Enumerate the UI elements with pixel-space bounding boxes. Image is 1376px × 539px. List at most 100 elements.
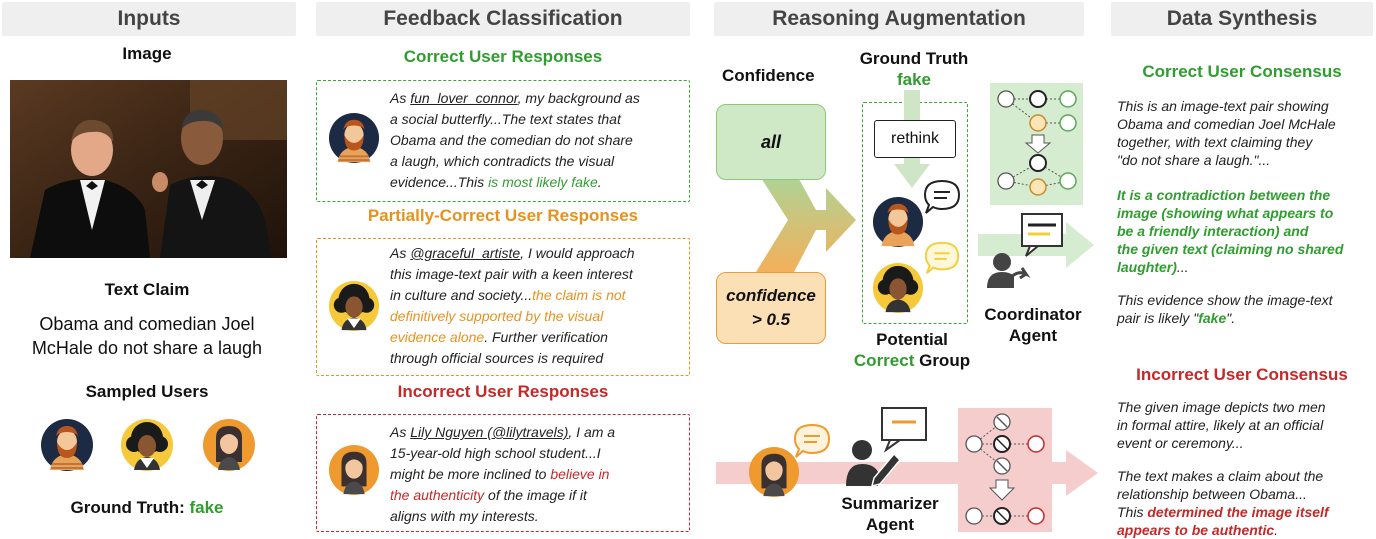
synthesis-header: Data Synthesis — [1111, 2, 1373, 36]
user-avatar-woman-icon — [203, 419, 255, 471]
potential-label: Potential — [876, 330, 948, 349]
partial-l1-post: , I would approach — [520, 245, 635, 261]
i-p2-l1: The text makes a claim about the — [1117, 468, 1324, 484]
incorrect-l1-post: , I am a — [568, 424, 616, 440]
i-p2-l3-pre: This — [1117, 504, 1148, 520]
incorrect-l4-post: of the image if it — [484, 487, 587, 503]
correct-responses-title: Correct User Responses — [403, 47, 603, 66]
c-p2-l4: the given text (claiming no shared — [1117, 241, 1344, 257]
inputs-header: Inputs — [2, 2, 296, 36]
reasoning-ground-truth-label: Ground Truth — [859, 49, 969, 68]
summarizer-line1: Summarizer — [841, 494, 939, 513]
confidence-merge-arrow — [756, 170, 856, 272]
correct-consensus-para2: It is a contradiction between the image … — [1117, 186, 1343, 276]
partial-l4-highlight: definitively supported by the visual — [390, 308, 604, 324]
coordinator-line2: Agent — [1008, 326, 1058, 345]
i-p2-l4-highlight: appears to be authentic — [1117, 522, 1275, 538]
partial-user-avatar-icon — [328, 280, 380, 332]
correct-consensus-title: Correct User Consensus — [1142, 62, 1342, 81]
group-word: Group — [914, 351, 971, 370]
partial-l3-pre: in culture and society... — [390, 287, 533, 303]
c-p2-l5-highlight: laughter) — [1117, 259, 1177, 275]
c-p1-l1: This is an image-text pair showing — [1117, 98, 1329, 114]
partial-l5-post: . Further verification — [484, 329, 608, 345]
c-p1-l4: "do not share a laugh."... — [1117, 152, 1271, 168]
input-photo — [10, 80, 287, 258]
confidence-label: Confidence — [722, 66, 815, 85]
i-p2-l2: relationship between Obama... — [1117, 486, 1307, 502]
incorrect-l1-pre: As — [390, 424, 411, 440]
summarizer-user-avatar-icon — [748, 446, 800, 498]
partial-responses-title: Partially-Correct User Responses — [367, 206, 639, 225]
correct-l1-pre: As — [390, 90, 411, 106]
c-p3-l2-highlight: fake — [1198, 310, 1227, 326]
correct-highlight: is most likely fake — [488, 174, 598, 190]
reasoning-header: Reasoning Augmentation — [714, 2, 1084, 36]
c-p2-l3: be a friendly interaction) and — [1117, 223, 1309, 239]
correct-l5-post: . — [597, 174, 602, 190]
correct-l5-pre: evidence...This — [390, 174, 489, 190]
speech-bubble-yellow-icon — [924, 241, 960, 274]
potential-group-label: Potential Correct Group — [840, 329, 984, 371]
incorrect-reasoning-graph — [965, 413, 1045, 525]
coordinator-line1: Coordinator — [984, 305, 1082, 324]
claim-text: Obama and comedian Joel McHale do not sh… — [0, 312, 294, 360]
correct-responses-box — [316, 80, 690, 202]
incorrect-l3-highlight: believe in — [550, 466, 610, 482]
correct-word: Correct — [853, 351, 915, 370]
summarizer-line2: Agent — [865, 515, 915, 534]
i-p2-l4-post: . — [1274, 522, 1279, 538]
summarizer-agent-label: Summarizer Agent — [826, 493, 954, 535]
blocked-node-icon — [993, 413, 1011, 431]
correct-l1-post: , my background as — [517, 90, 640, 106]
confidence-threshold-line1: confidence — [726, 286, 816, 305]
c-p3-l1: This evidence show the image-text — [1117, 292, 1333, 308]
incorrect-responses-box — [316, 414, 690, 532]
correct-l4: a laugh, which contradicts the visual — [390, 153, 615, 169]
rethink-box: rethink — [874, 120, 956, 158]
feedback-header: Feedback Classification — [316, 2, 690, 36]
user-avatar-bearded-icon — [41, 419, 93, 471]
summarizer-arrow — [716, 450, 1098, 496]
correct-user-avatar-icon — [328, 112, 380, 164]
i-p1-l1: The given image depicts two men — [1117, 399, 1326, 415]
correct-consensus-para3: This evidence show the image-text pair i… — [1117, 291, 1333, 327]
inputs-ground-truth-value: fake — [189, 498, 224, 517]
correct-reasoning-graph-panel — [990, 83, 1083, 205]
incorrect-reasoning-graph-panel — [958, 408, 1052, 532]
group-user-afro-icon — [872, 262, 924, 314]
incorrect-consensus-para2: The text makes a claim about the relatio… — [1117, 467, 1329, 539]
confidence-threshold-line2: > 0.5 — [751, 310, 791, 329]
partial-l6: through official sources is required — [390, 350, 604, 366]
partial-l2: this image-text pair with a keen interes… — [390, 266, 633, 282]
correct-l3: Obama and the comedian do not share — [390, 132, 633, 148]
incorrect-consensus-title: Incorrect User Consensus — [1136, 365, 1348, 384]
incorrect-responses-title: Incorrect User Responses — [397, 382, 609, 401]
inputs-ground-truth-label: Ground Truth: — [70, 498, 185, 517]
partial-l1-pre: As — [390, 245, 411, 261]
incorrect-consensus-para1: The given image depicts two men in forma… — [1117, 398, 1326, 452]
rethink-label: rethink — [890, 130, 940, 147]
reasoning-ground-truth-value: fake — [896, 70, 932, 89]
incorrect-l2: 15-year-old high school student...I — [390, 445, 601, 461]
confidence-threshold-box: confidence > 0.5 — [716, 272, 826, 344]
speech-bubble-dark-icon — [923, 179, 961, 214]
incorrect-l3-pre: might be more inclined to — [390, 466, 551, 482]
i-p1-l3: event or ceremony... — [1117, 435, 1244, 451]
confidence-all-box: all — [716, 104, 826, 180]
partial-l5-highlight: evidence alone — [390, 329, 485, 345]
image-label: Image — [122, 44, 172, 63]
c-p3-l2-pre: pair is likely " — [1117, 310, 1199, 326]
text-claim-label: Text Claim — [104, 280, 190, 299]
coordinator-agent-label: Coordinator Agent — [968, 304, 1098, 346]
incorrect-response-text: As Lily Nguyen (@lilytravels), I am a 15… — [390, 422, 615, 527]
reasoning-ground-truth: Ground Truth fake — [844, 48, 984, 90]
c-p2-l5-post: ... — [1176, 259, 1189, 275]
coordinator-agent-icon — [987, 213, 1063, 288]
summarizer-agent-icon — [846, 407, 927, 488]
correct-reasoning-graph — [997, 90, 1077, 196]
claim-line-2: McHale do not share a laugh — [31, 338, 263, 358]
c-p1-l2: Obama and comedian Joel McHale — [1117, 116, 1336, 132]
i-p2-l3-highlight: determined the image itself — [1147, 504, 1329, 520]
incorrect-user-avatar-icon — [328, 444, 380, 496]
